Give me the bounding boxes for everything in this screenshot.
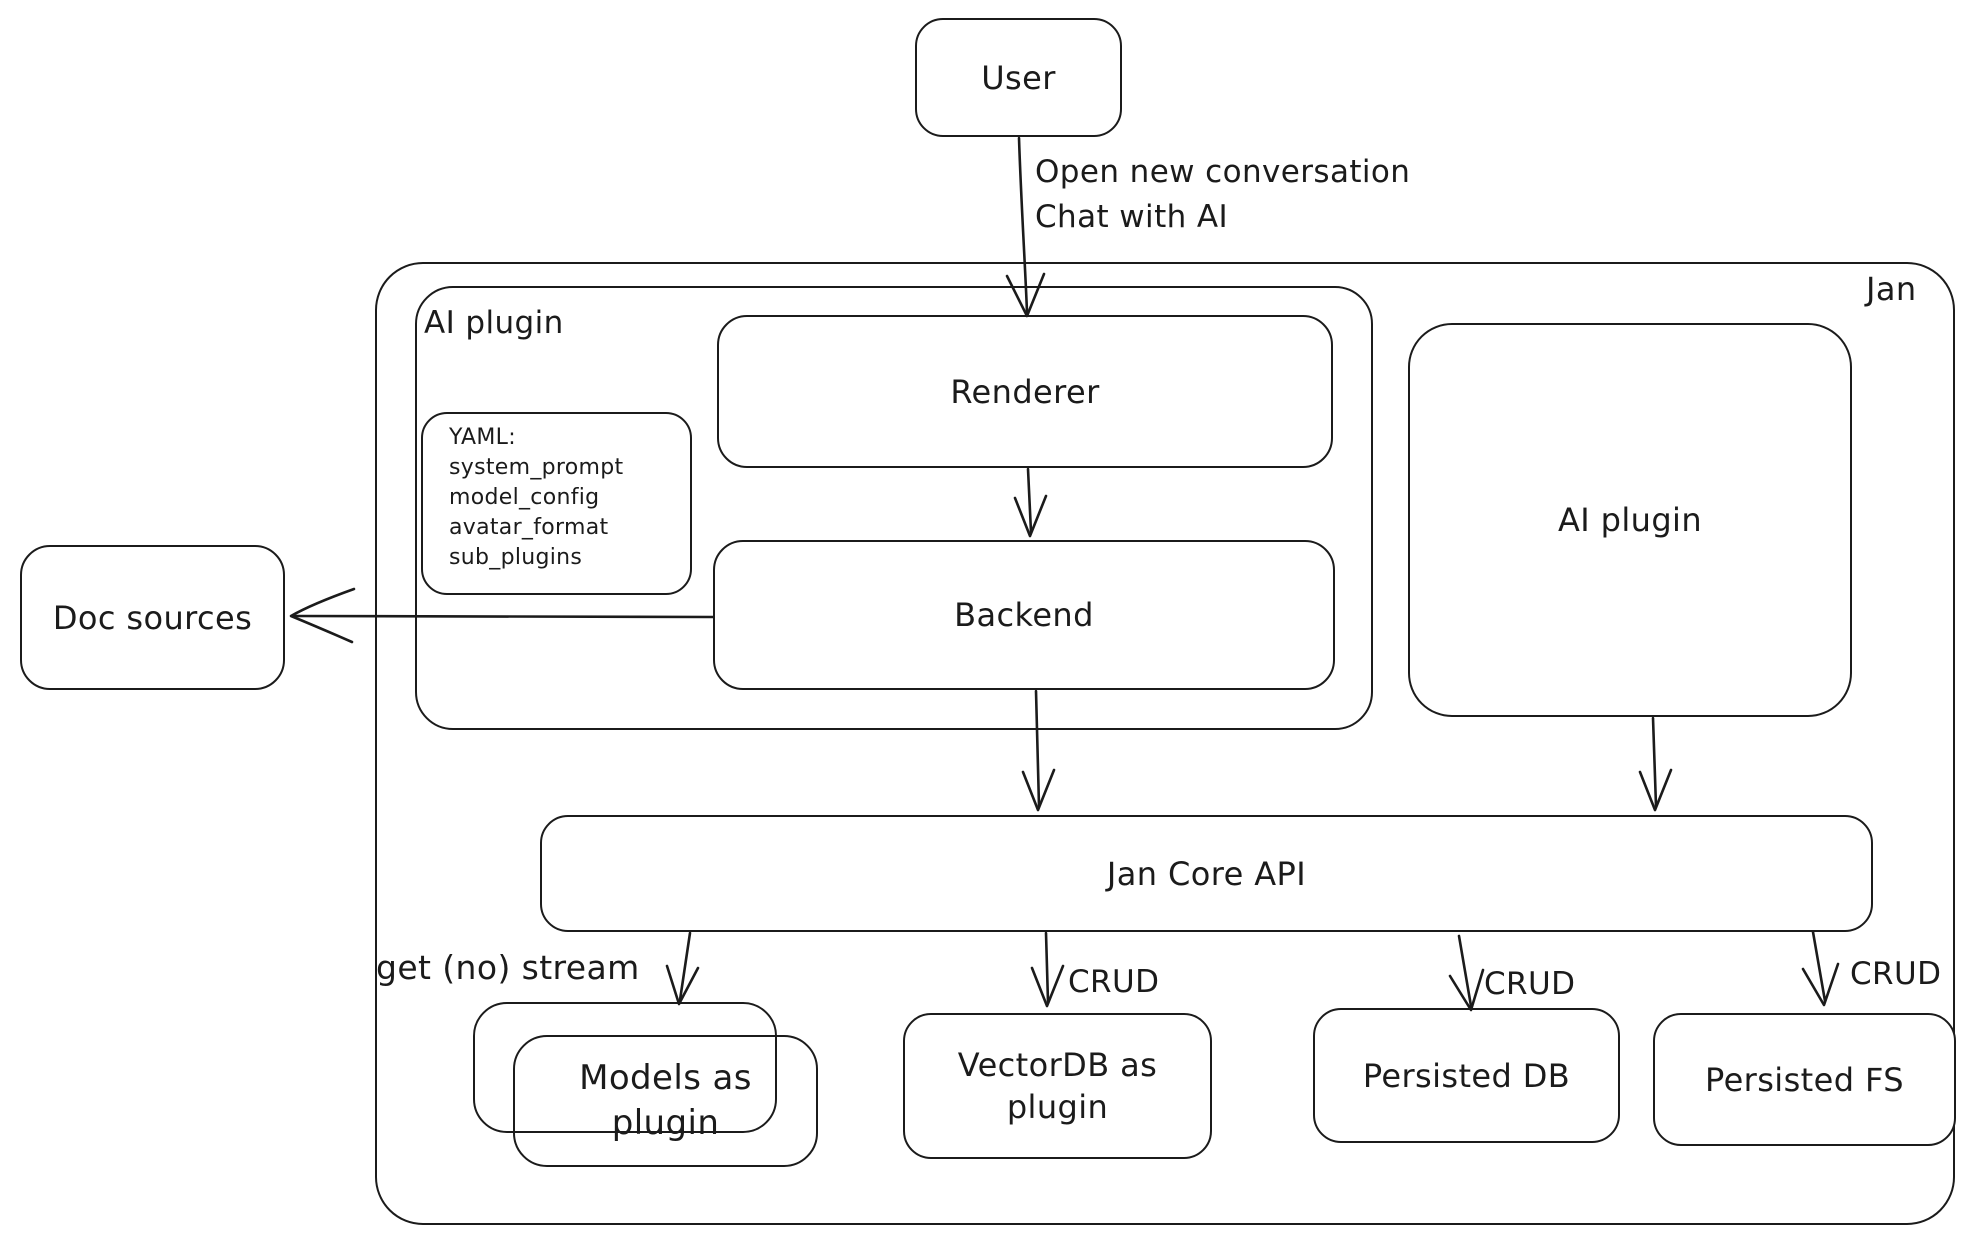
yaml-note-line: system_prompt: [449, 455, 624, 480]
models-plugin-box: Models as plugin: [513, 1035, 818, 1167]
models-plugin-box-label: Models as plugin: [579, 1058, 752, 1143]
jan-core-api-box: Jan Core API: [540, 815, 1873, 932]
arrow-backend-to-doc-sources-head: [289, 587, 356, 644]
renderer-box: Renderer: [717, 315, 1333, 468]
backend-box-label: Backend: [954, 596, 1094, 634]
renderer-box-label: Renderer: [950, 372, 1100, 411]
jan-core-api-box-label: Jan Core API: [1106, 854, 1307, 893]
ai-plugin-box-label: AI plugin: [1557, 501, 1703, 539]
vectordb-box-label: VectorDB as plugin: [957, 1045, 1158, 1126]
yaml-note-line: sub_plugins: [449, 545, 583, 570]
yaml-note: YAML: system_prompt model_config avatar_…: [421, 412, 692, 595]
backend-box: Backend: [713, 540, 1335, 690]
yaml-note-line: model_config: [449, 485, 600, 510]
yaml-note-line: avatar_format: [449, 515, 609, 540]
crud-vectordb-label: CRUD: [1068, 964, 1160, 1000]
get-no-stream-label: get (no) stream: [376, 948, 640, 987]
ai-plugin-box: AI plugin: [1408, 323, 1852, 717]
jan-container-label: Jan: [1866, 270, 1917, 308]
persisted-db-box: Persisted DB: [1313, 1008, 1620, 1143]
vectordb-box: VectorDB as plugin: [903, 1013, 1212, 1159]
persisted-fs-box: Persisted FS: [1653, 1013, 1956, 1146]
crud-persisted-fs-label: CRUD: [1850, 956, 1942, 992]
ai-plugin-container-label: AI plugin: [424, 305, 564, 341]
user-arrow-label-line2: Chat with AI: [1035, 199, 1229, 235]
doc-sources-box-label: Doc sources: [52, 598, 253, 637]
persisted-fs-box-label: Persisted FS: [1705, 1060, 1904, 1099]
user-arrow-label: Open new conversation Chat with AI: [1035, 150, 1410, 240]
persisted-db-box-label: Persisted DB: [1362, 1056, 1571, 1095]
crud-persisted-db-label: CRUD: [1484, 966, 1576, 1002]
doc-sources-box: Doc sources: [20, 545, 285, 690]
user-box-label: User: [981, 58, 1056, 97]
user-arrow-label-line1: Open new conversation: [1035, 154, 1411, 190]
user-box: User: [915, 18, 1122, 137]
yaml-note-line: YAML:: [449, 425, 516, 450]
